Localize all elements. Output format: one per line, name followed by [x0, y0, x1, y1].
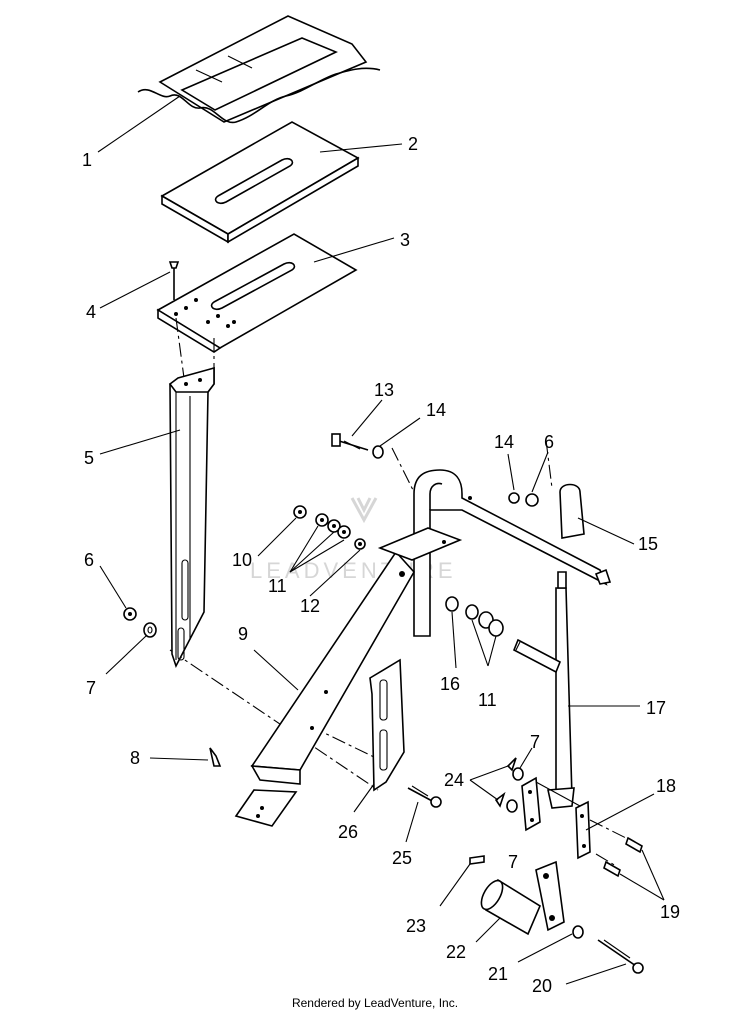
part-5-pedal-arm [168, 366, 215, 669]
part-1-floor-mat [137, 15, 381, 124]
part-15-knob [559, 483, 585, 539]
callout-16: 16 [440, 674, 460, 694]
callout-5: 5 [84, 448, 94, 468]
part-9-brake-arm [234, 527, 463, 827]
callout-25: 25 [392, 848, 412, 868]
part-4-screw [168, 261, 180, 300]
fastener-cluster-lower [445, 596, 562, 674]
part-6-nut-right [525, 493, 539, 507]
callout-7: 7 [86, 678, 96, 698]
callout-13: 13 [374, 380, 394, 400]
part-8-pin [209, 747, 222, 767]
part-23-key [469, 855, 485, 865]
part-18-link [521, 776, 591, 860]
callout-11b: 11 [478, 690, 497, 710]
callout-2: 2 [408, 134, 418, 154]
part-handle-frame [413, 469, 612, 637]
part-17-rod [547, 571, 575, 809]
callout-26: 26 [338, 822, 358, 842]
part-3-plate [156, 233, 358, 353]
part-2-pad [160, 121, 360, 244]
part-22-bushing [480, 860, 565, 936]
callout-7b: 7 [530, 732, 540, 752]
callout-6: 6 [84, 550, 94, 570]
callout-23: 23 [406, 916, 426, 936]
part-13-bolt [331, 433, 369, 451]
callout-3: 3 [400, 230, 410, 250]
callout-19: 19 [660, 902, 680, 922]
callout-22: 22 [446, 942, 466, 962]
callout-15: 15 [638, 534, 658, 554]
callout-1: 1 [82, 150, 92, 170]
callout-21: 21 [488, 964, 508, 984]
callout-12: 12 [300, 596, 320, 616]
render-credit: Rendered by LeadVenture, Inc. [291, 996, 459, 1010]
part-25-bolt [407, 785, 442, 808]
callout-10: 10 [232, 550, 252, 570]
callout-20: 20 [532, 976, 552, 996]
callout-18: 18 [656, 776, 676, 796]
part-24-cotter-pins [494, 757, 524, 813]
callout-8: 8 [130, 748, 140, 768]
callout-6b: 6 [544, 432, 554, 452]
callout-9: 9 [238, 624, 248, 644]
part-6-nut-left [123, 607, 137, 621]
callout-24: 24 [444, 770, 464, 790]
callout-14b: 14 [494, 432, 514, 452]
part-19-pins [603, 836, 643, 878]
callout-7c: 7 [508, 852, 518, 872]
fastener-cluster-upper [293, 505, 366, 550]
part-7-washer-left [143, 622, 157, 638]
callout-17: 17 [646, 698, 666, 718]
part-21-washer [572, 925, 584, 939]
callout-labels: 1 2 3 4 5 6 7 8 9 10 11 12 13 14 14 6 15… [82, 134, 680, 996]
callout-4: 4 [86, 302, 96, 322]
leader-lines [97, 95, 665, 985]
callout-11: 11 [268, 576, 287, 596]
part-20-bolt [597, 939, 644, 974]
part-26-bracket [369, 658, 405, 792]
part-14-washer-right [508, 492, 520, 504]
callout-14: 14 [426, 400, 446, 420]
part-14-washer-left [372, 445, 384, 459]
